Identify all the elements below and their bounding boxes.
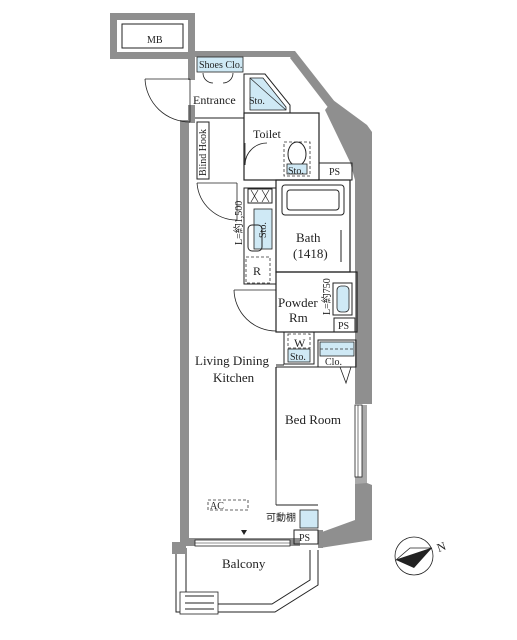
ac-label: AC — [210, 501, 224, 512]
bed-room: Bed Room — [275, 366, 363, 506]
sto-w-label: Sto. — [290, 352, 306, 363]
ldk-room: Living Dining Kitchen AC — [195, 353, 270, 535]
entrance-door — [144, 78, 191, 123]
powder-label-2: Rm — [289, 310, 308, 325]
w-label: W — [294, 336, 306, 350]
north-label: N — [435, 539, 448, 555]
sto-kitchen-label: Sto. — [258, 222, 269, 238]
shoes-clo-label: Shoes Clo. — [199, 60, 242, 71]
ldk-label-1: Living Dining — [195, 353, 270, 368]
bedroom-closet: Clo. — [317, 339, 357, 385]
bath-label-2: (1418) — [293, 246, 328, 261]
l-750-label: L=約750 — [320, 278, 333, 315]
sto-entrance-label: Sto. — [249, 96, 265, 107]
blind-hook-label: Blind Hook — [198, 129, 209, 176]
washer-storage: W Sto. — [283, 331, 315, 365]
mb-box: MB — [110, 13, 195, 59]
powder-label-1: Powder — [278, 295, 318, 310]
toilet-label: Toilet — [253, 127, 281, 141]
balcony: Balcony — [172, 539, 319, 615]
clo-label: Clo. — [325, 357, 342, 368]
blind-hook: Blind Hook — [196, 121, 210, 180]
ps-bottom: PS — [293, 529, 319, 545]
bath-room: Bath (1418) — [275, 179, 351, 273]
bed-room-label: Bed Room — [285, 412, 341, 427]
r-label: R — [253, 264, 261, 278]
kitchen-counter: Sto. L=約1,500 R — [232, 187, 277, 285]
ps-powder-label: PS — [338, 321, 349, 332]
ps-toilet-label: PS — [329, 167, 340, 178]
ps-bottom-label: PS — [299, 533, 310, 544]
ldk-label-2: Kitchen — [213, 370, 255, 385]
sto-toilet-label: Sto. — [288, 166, 304, 177]
shoes-closet: Shoes Clo. — [196, 56, 244, 73]
balcony-label: Balcony — [222, 556, 266, 571]
kadou-dana-label: 可動棚 — [266, 511, 296, 524]
ps-toilet: PS — [318, 162, 353, 181]
l-1500-label: L=約1,500 — [232, 201, 245, 245]
mb-label: MB — [147, 35, 163, 46]
movable-shelf: 可動棚 — [266, 509, 319, 529]
powder-room: Powder Rm L=約750 PS — [275, 271, 358, 333]
compass-icon: N — [394, 536, 448, 576]
entrance-label: Entrance — [193, 93, 236, 107]
bath-label-1: Bath — [296, 230, 321, 245]
toilet-room: Toilet Sto. — [243, 112, 320, 181]
entrance-storage: Sto. — [243, 73, 291, 114]
